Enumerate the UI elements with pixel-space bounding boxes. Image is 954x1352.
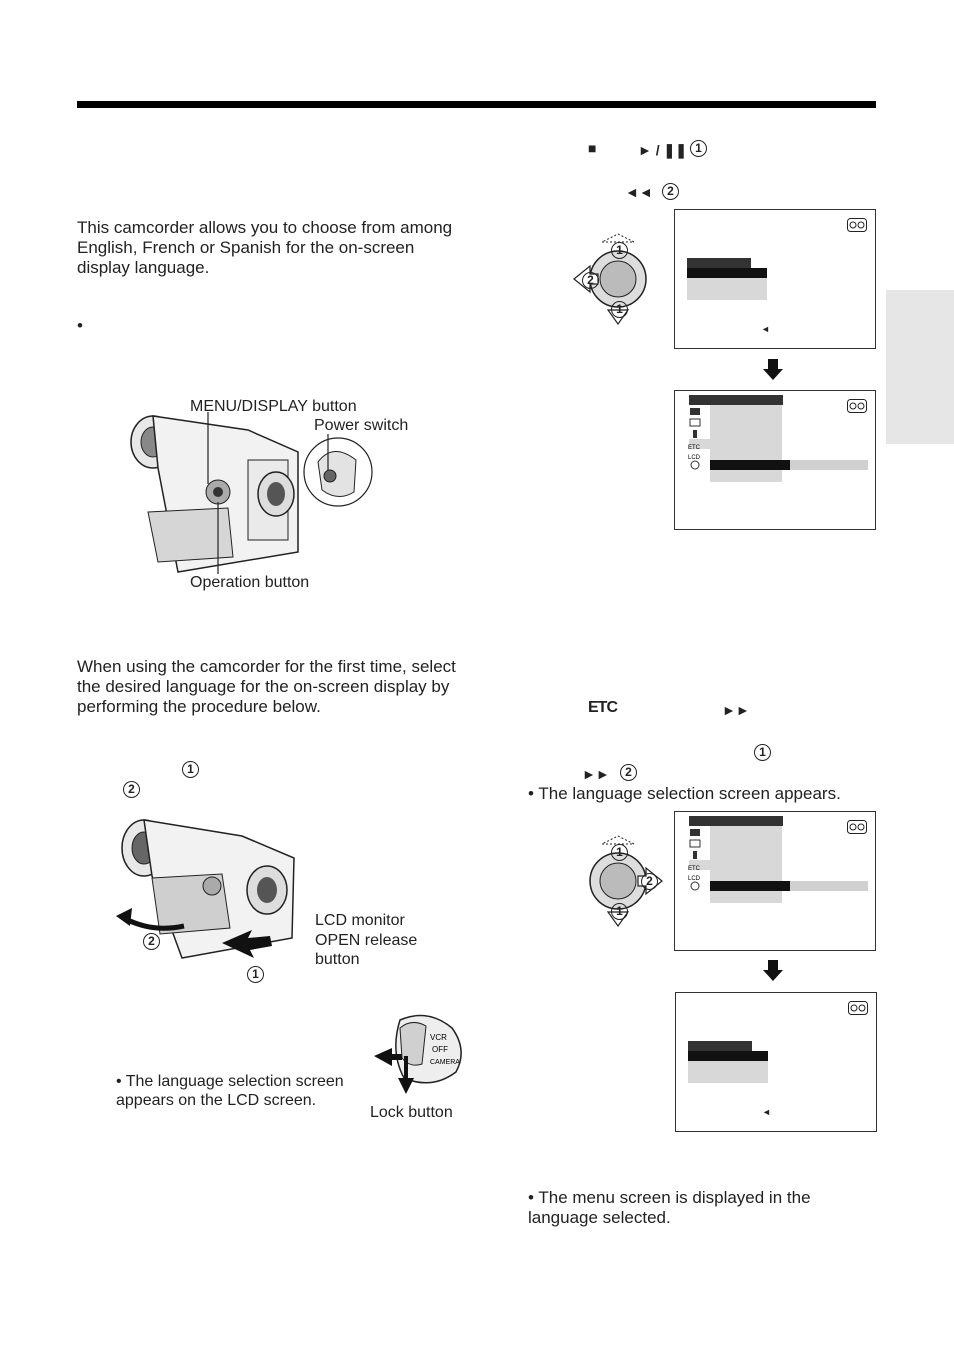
operation-dial-1 [573,233,647,326]
dial-camera-text: CAMERA [430,1059,460,1066]
stop-icon: ■ [588,140,597,156]
menu-highlight[interactable] [710,881,790,891]
intro-bullet: • [77,316,83,335]
right-marker-1: 1 [690,140,707,157]
tape-icon [847,399,867,413]
intro-paragraph: This camcorder allows you to choose from… [77,218,453,277]
camcorder-illustration-1 [130,412,373,574]
language-screen-2: ◄ [675,992,877,1132]
menu-icon-column: ETC LCD [688,829,701,891]
rewind-icon: ◄◄ [625,184,653,200]
language-highlight[interactable] [688,1051,768,1061]
lock-button-label: Lock button [370,1104,453,1121]
camcorder-illustration-2 [116,819,295,959]
ff-icon: ►► [722,702,750,718]
menu-highlight[interactable] [710,460,790,470]
clock-icon [690,881,700,891]
camera-icon [690,408,700,415]
etc-icon-text: ETC [588,699,618,716]
step-marker-2: 2 [123,781,140,798]
diagram-marker-1: 1 [247,966,264,983]
operation-button-label: Operation button [190,574,310,591]
mic-icon [693,430,697,438]
language-highlight[interactable] [687,268,767,278]
etc-icon: ETC [688,445,701,451]
side-tab [886,290,954,444]
dial2-marker-2: 2 [641,873,658,890]
menu-display-label: MENU/DISPLAY button [190,398,357,415]
play-pause-icon: ► / ❚❚ [638,142,687,158]
power-dial-illustration: VCR OFF CAMERA [374,1014,462,1094]
dial2-marker-1-bottom: 1 [611,903,628,920]
menu-language-bullet: • The menu screen is displayed in the la… [528,1188,811,1227]
lcd-icon: LCD [688,876,701,882]
camera-icon [690,829,700,836]
power-switch-label: Power switch [314,417,409,434]
dial1-marker-1-bottom: 1 [611,301,628,318]
menu-screen-1: ETC LCD [674,390,876,530]
tape-icon [848,1001,868,1015]
diagram-marker-2: 2 [143,933,160,950]
effect-icon [689,839,701,848]
tape-icon [847,820,867,834]
tape-icon [847,218,867,232]
etc-icon: ETC [688,866,701,872]
dial1-marker-1-top: 1 [611,242,628,259]
language-screen-1: ◄ [674,209,876,349]
menu-icon-column: ETC LCD [688,408,701,470]
dial1-marker-2: 2 [582,272,599,289]
clock-icon [690,460,700,470]
lcd-release-label: LCD monitor OPEN release button [315,912,418,968]
language-screen-lcd-bullet: • The language selection screen appears … [116,1073,344,1109]
lcd-icon: LCD [688,455,701,461]
language-screen-bullet: • The language selection screen appears. [528,784,841,803]
first-time-paragraph: When using the camcorder for the first t… [77,657,456,716]
right-marker-2b: 2 [620,764,637,781]
right-marker-1b: 1 [754,744,771,761]
menu-screen-2: ETC LCD [674,811,876,951]
right-marker-2: 2 [662,183,679,200]
dial-off-text: OFF [432,1045,448,1054]
down-arrow-icon [763,960,783,981]
ff-icon-b: ►► [582,766,610,782]
mic-icon [693,851,697,859]
header-rule [77,101,876,108]
down-arrow-icon [763,359,783,380]
step-marker-1: 1 [182,761,199,778]
dial-vcr-text: VCR [430,1033,447,1042]
left-pointer-icon: ◄ [762,1107,771,1117]
left-pointer-icon: ◄ [761,324,770,334]
effect-icon [689,418,701,427]
dial2-marker-1-top: 1 [611,844,628,861]
